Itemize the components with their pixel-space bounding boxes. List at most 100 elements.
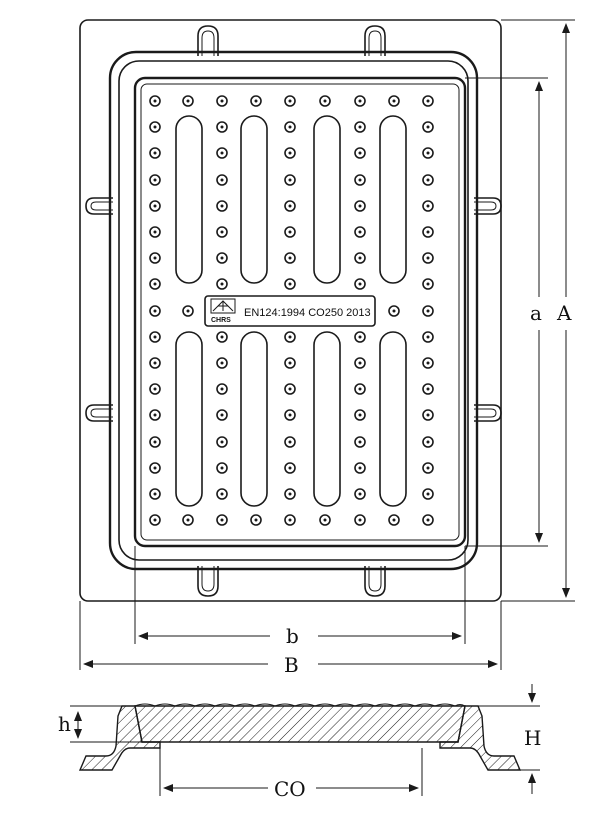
dot [354,409,366,421]
dot-center [288,518,292,522]
dot [354,383,366,395]
dot [250,514,262,526]
dimension-label-B: B [284,653,299,677]
dot [216,409,228,421]
dot-center [392,309,396,313]
dimension-label-h: h [58,712,71,736]
dot [422,226,434,238]
dot-center [153,492,157,496]
dimension-label-CO: CO [274,777,306,801]
dot-center [358,492,362,496]
dot-center [358,387,362,391]
dot [422,383,434,395]
dot [284,514,296,526]
dot [216,331,228,343]
slot [240,115,268,284]
dot [422,462,434,474]
dot [216,174,228,186]
dot [422,95,434,107]
dot-center [220,492,224,496]
frame-section-left [78,705,161,771]
dot-center [288,335,292,339]
dot [354,488,366,500]
dot [149,200,161,212]
dot-center [358,413,362,417]
dot-center [153,178,157,182]
dot-center [220,282,224,286]
dot [182,95,194,107]
cover-inner [140,83,460,541]
dot-center [153,518,157,522]
dot [149,383,161,395]
dot-center [153,387,157,391]
dot-center [220,440,224,444]
dot [422,488,434,500]
dot-center [288,125,292,129]
dot [284,174,296,186]
dot [216,383,228,395]
logo-text: CHRS [211,317,231,324]
dot-center [288,361,292,365]
dot [354,174,366,186]
bottom-lug-left [197,566,219,597]
dot-center [153,256,157,260]
frame-section-right [439,705,522,771]
dot [354,514,366,526]
dot [216,226,228,238]
dot [149,305,161,317]
dot-center [186,99,190,103]
dot-center [288,440,292,444]
dot-center [426,178,430,182]
dot [354,147,366,159]
dot-center [220,413,224,417]
dot-center [358,282,362,286]
dot [284,95,296,107]
dot-center [220,125,224,129]
left-lug-upper [85,197,113,215]
dot-center [323,518,327,522]
dimension-CO: CO [163,777,419,801]
dot-center [254,518,258,522]
dot-center [358,151,362,155]
dot-center [288,492,292,496]
dot [284,409,296,421]
dot-center [426,99,430,103]
dot-center [220,151,224,155]
cover-section [134,705,466,743]
cover-outline [133,76,467,548]
slot-group [175,115,407,507]
dot [284,226,296,238]
dot [284,436,296,448]
dot-center [392,99,396,103]
chrs-logo-icon [210,298,236,314]
dot [388,95,400,107]
dot-center [426,256,430,260]
bottom-lug-right [364,566,386,597]
dot [354,226,366,238]
dot-center [220,387,224,391]
dot-center [358,361,362,365]
dot [422,121,434,133]
dot-center [153,282,157,286]
dot-center [323,99,327,103]
dot-center [358,440,362,444]
slot [240,331,268,507]
top-view: CHRS EN124:1994 CO250 2013 A a b [79,19,575,677]
frame-inner-lip-2 [118,60,469,561]
dot-center [220,361,224,365]
dot [354,95,366,107]
dot [216,436,228,448]
dot-center [153,440,157,444]
slot [313,115,341,284]
dot-center [153,361,157,365]
dot-center [358,125,362,129]
dimension-label-a: a [530,301,542,325]
section-view: CO h H [58,684,541,801]
dot-center [426,518,430,522]
dot-center [153,99,157,103]
dot-center [426,440,430,444]
dot-center [426,492,430,496]
dot [388,305,400,317]
frame-inner-lip [108,50,479,571]
